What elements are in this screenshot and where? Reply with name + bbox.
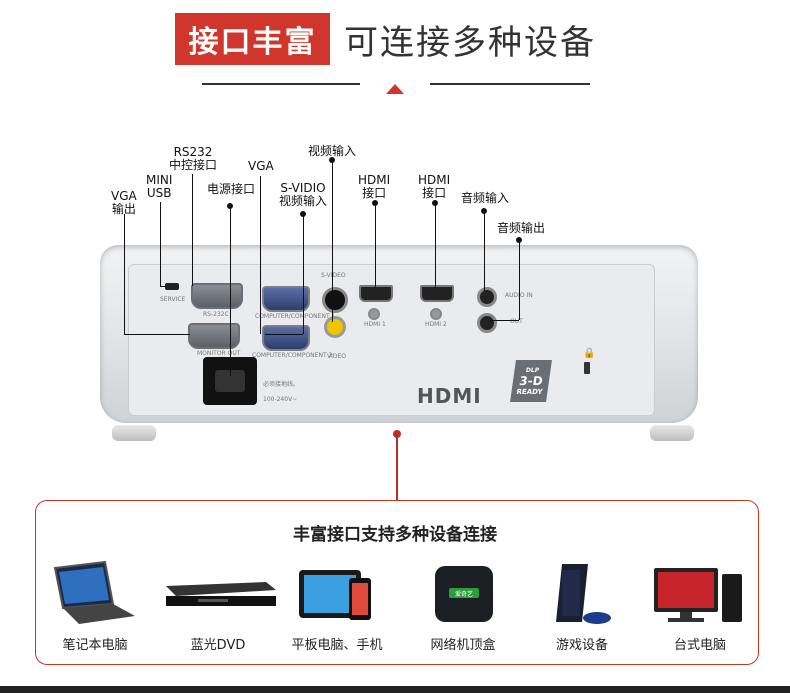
leader-vga-out-h — [124, 334, 190, 335]
hdmi1-text: HDMI 1 — [364, 321, 386, 328]
header-badge: 接口丰富 — [175, 13, 330, 65]
desktop-computer-icon — [640, 560, 760, 660]
header-title: 可连接多种设备 — [344, 22, 596, 63]
audio-out-port — [477, 313, 497, 333]
hdmi1-screw-icon — [368, 308, 380, 320]
tablet-phone-icon — [277, 560, 397, 660]
devices-box — [35, 500, 759, 665]
vga-in-port-1 — [262, 286, 310, 312]
label-audio-out: 音频输出 — [497, 221, 546, 235]
leader-hdmi2 — [435, 203, 436, 287]
3d-ready-logo: DLP 3-D READY — [510, 360, 552, 402]
devices-box-title: 丰富接口支持多种设备连接 — [293, 525, 497, 545]
monitor-out-port — [188, 323, 240, 349]
video-text: VIDEO — [327, 353, 347, 360]
device-label-settop: 网络机顶盒 — [430, 638, 496, 653]
audio-in-text: AUDIO IN — [505, 292, 533, 299]
vga-in-port-2 — [262, 325, 310, 351]
header-divider-right — [430, 83, 590, 85]
header-divider-left — [202, 83, 360, 85]
svideo-port — [322, 287, 348, 313]
label-audio-in: 音频输入 — [461, 191, 510, 205]
leader-audio-in — [484, 211, 485, 291]
hdmi2-text: HDMI 2 — [425, 321, 447, 328]
leader-vga-in — [260, 176, 261, 334]
set-top-box-icon: 爱奇艺 — [403, 560, 523, 660]
lock-icon: 🔒 — [583, 348, 596, 359]
voltage-text: 100-240V~ — [263, 396, 298, 403]
leader-svideo-h — [265, 334, 303, 335]
audio-out-text: OUT — [510, 318, 523, 325]
laptop-icon — [35, 560, 155, 660]
label-vga-in: VGA — [248, 159, 274, 173]
leader-audio-out-h — [490, 320, 519, 321]
leader-audio-out — [519, 240, 520, 320]
connector-line — [396, 433, 398, 501]
leader-video — [332, 160, 333, 322]
video-port — [324, 316, 346, 338]
leader-mini-usb — [160, 202, 161, 286]
service-text: SERVICE — [160, 296, 186, 303]
hdmi1-port — [359, 285, 393, 302]
bluray-player-icon — [158, 560, 278, 660]
projector-foot-left — [112, 425, 156, 441]
svideo-text: S-VIDEO — [321, 272, 346, 279]
leader-rs232 — [192, 174, 193, 286]
hdmi2-screw-icon — [430, 308, 442, 320]
label-video-in: 视频输入 — [308, 144, 357, 158]
leader-svideo — [303, 214, 304, 334]
hdmi-logo: HDMI — [417, 384, 482, 408]
bottom-bar — [0, 686, 790, 693]
leader-vga-out — [124, 214, 125, 334]
device-label-bluray: 蓝光DVD — [190, 638, 246, 653]
triangle-icon — [386, 84, 404, 94]
monitor-out-text: MONITOR OUT — [197, 350, 241, 357]
leader-power — [230, 206, 231, 376]
power-note-text: 必须接地线。 — [263, 381, 300, 388]
leader-hdmi1 — [375, 203, 376, 287]
rs232c-text: RS-232C — [203, 311, 229, 318]
hdmi2-port — [420, 285, 454, 302]
device-label-desktop: 台式电脑 — [673, 638, 726, 653]
device-label-tablet: 平板电脑、手机 — [291, 638, 383, 653]
computer1-text: COMPUTER/COMPONENT 1 — [255, 313, 336, 320]
computer2-text: COMPUTER/COMPONENT 2 — [252, 352, 333, 359]
leader-mini-usb-h — [160, 286, 166, 287]
mini-usb-port — [165, 283, 179, 290]
kensington-slot — [584, 362, 590, 374]
device-label-laptop: 笔记本电脑 — [62, 638, 128, 653]
audio-in-port — [477, 287, 497, 307]
power-socket-inner — [215, 370, 245, 392]
settop-brand: 爱奇艺 — [455, 591, 474, 598]
rs232-port — [191, 283, 243, 309]
label-power: 电源接口 — [207, 182, 256, 196]
projector-foot-right — [650, 425, 694, 441]
device-label-game: 游戏设备 — [555, 638, 608, 653]
game-console-icon — [522, 560, 642, 660]
